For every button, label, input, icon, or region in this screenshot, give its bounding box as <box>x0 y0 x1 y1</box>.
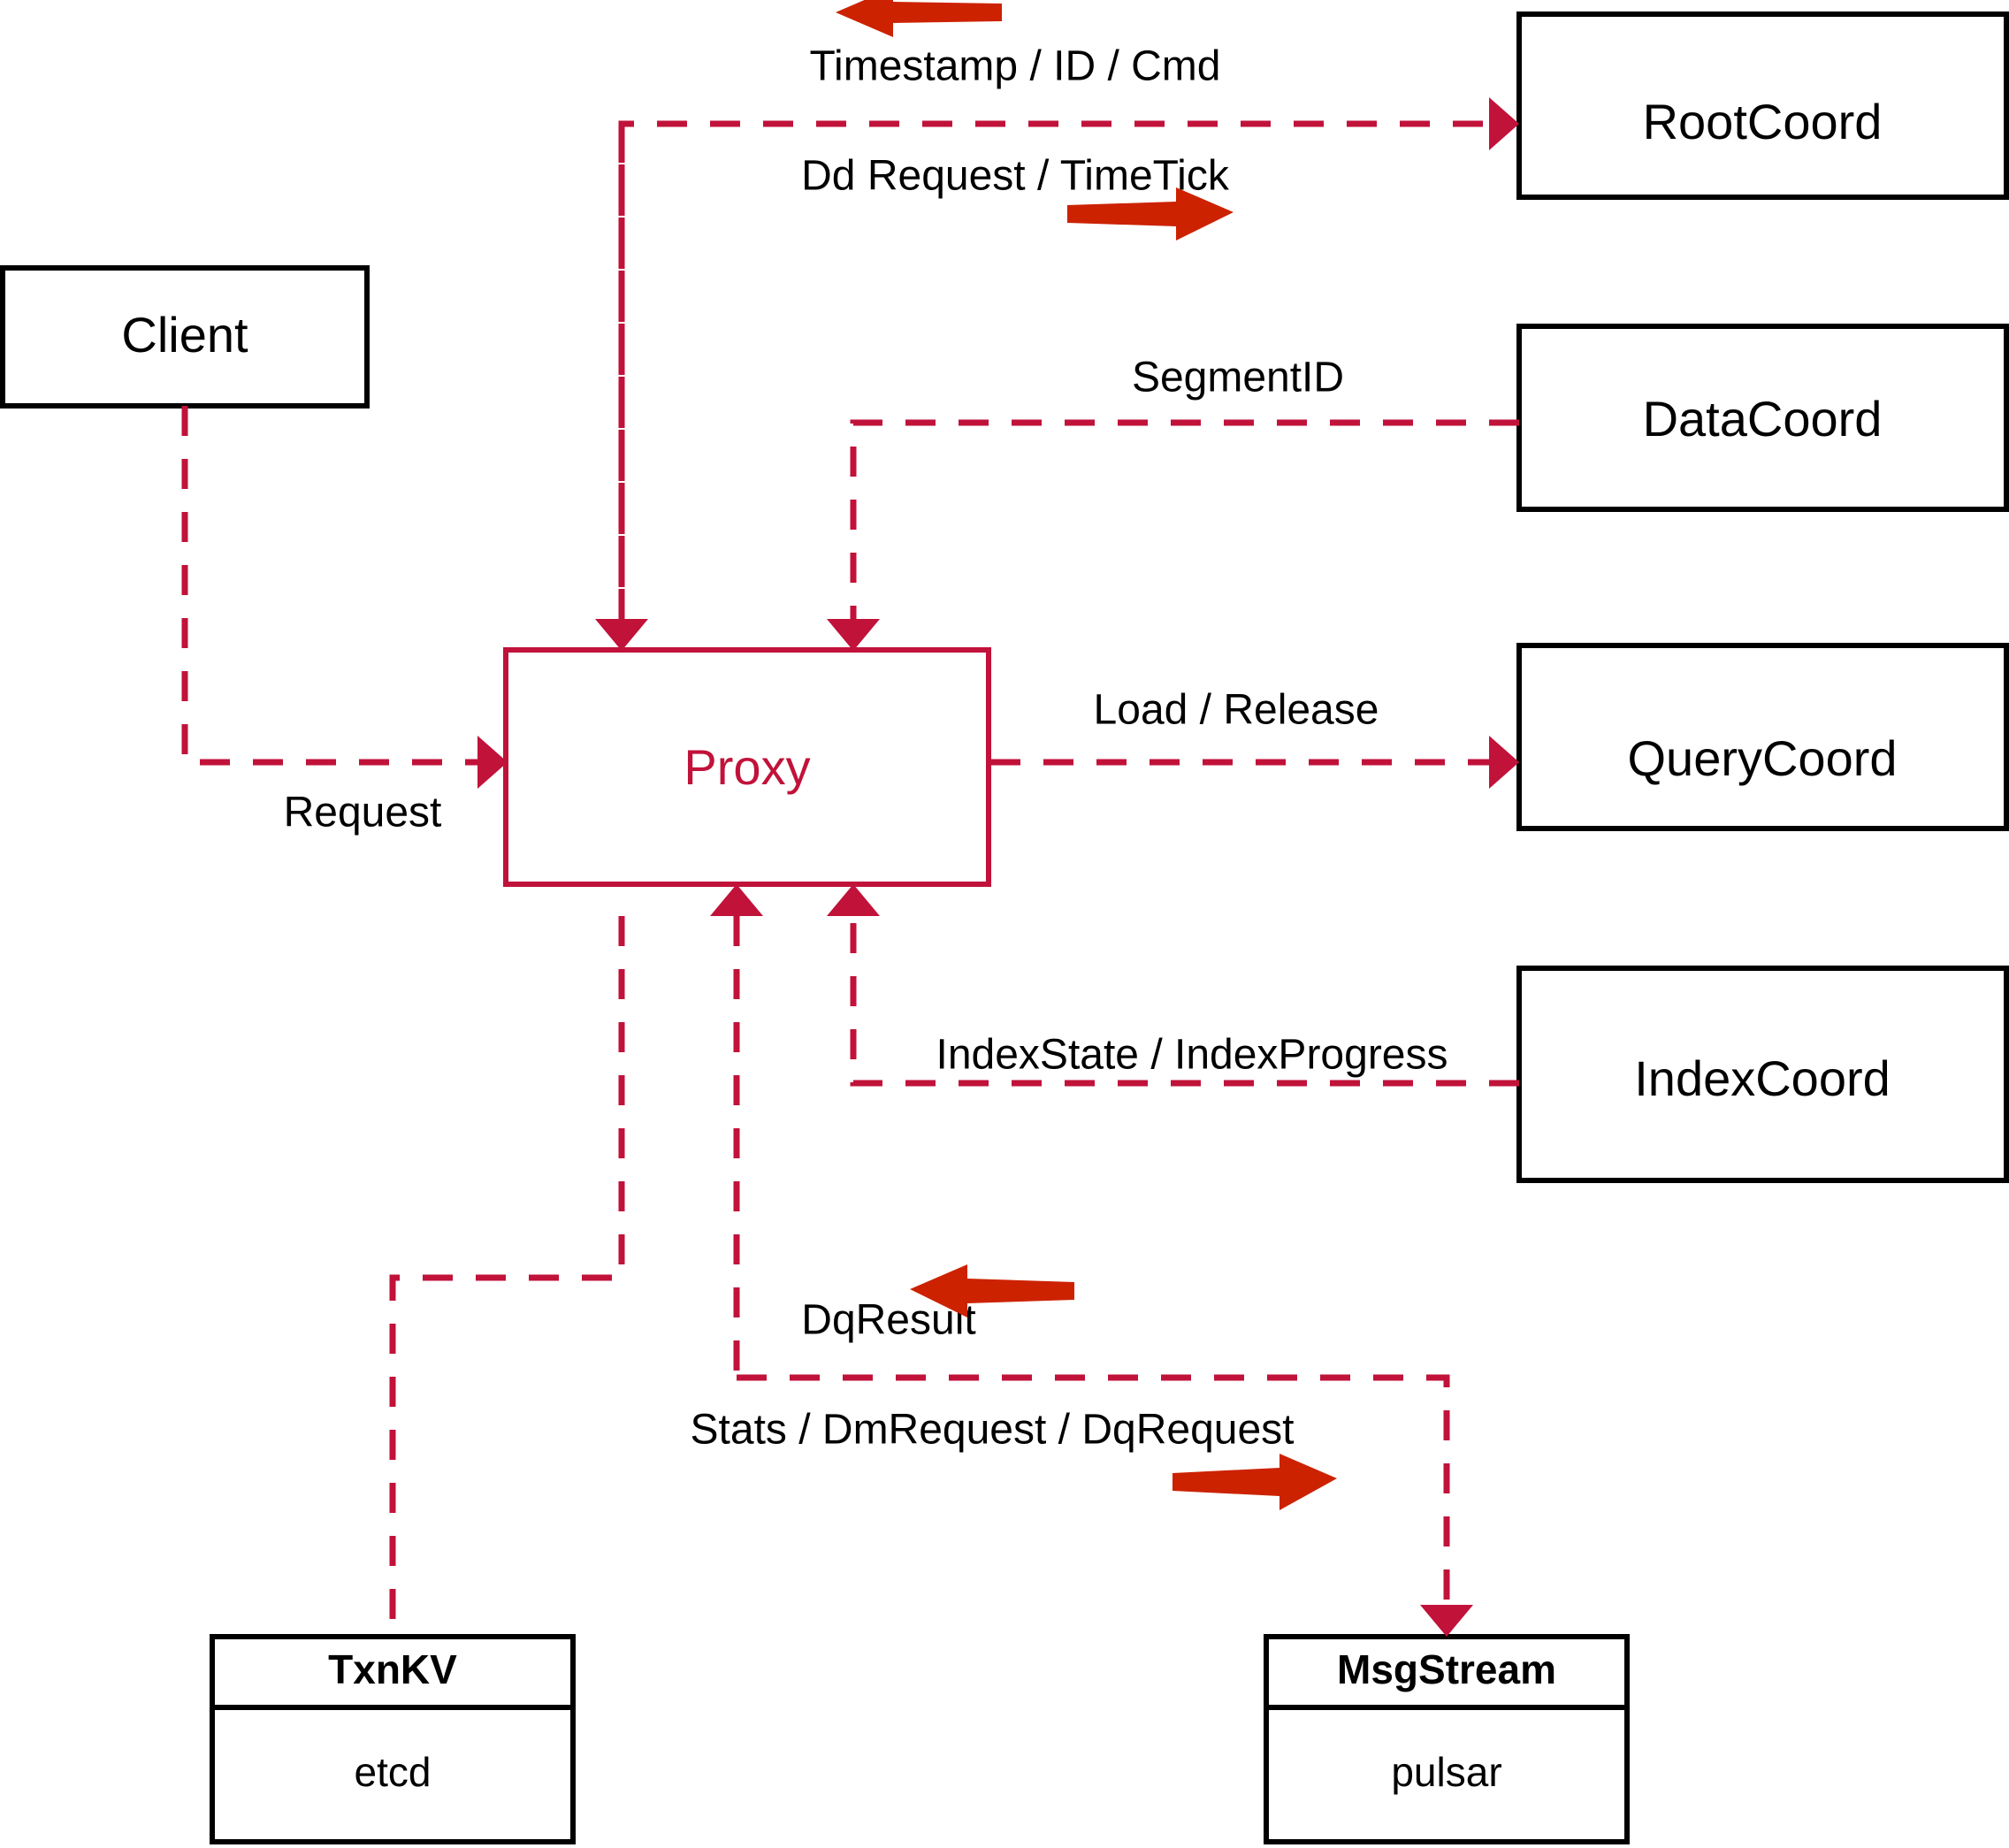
edge-proxy-querycoord-label: Load / Release <box>1094 687 1379 734</box>
node-msgstream[interactable]: MsgStream pulsar <box>1264 1634 1630 1844</box>
edge-client-proxy-arrowhead <box>477 736 508 789</box>
node-datacoord-label: DataCoord <box>1643 391 1883 447</box>
edge-proxy-txnkv <box>389 916 625 1637</box>
node-msgstream-header: MsgStream <box>1337 1646 1556 1692</box>
edge-rootcoord-proxy-label: Timestamp / ID / Cmd <box>810 43 1221 90</box>
node-rootcoord-label: RootCoord <box>1643 94 1883 149</box>
edge-proxy-rootcoord: Dd Request / TimeTick <box>618 97 1519 619</box>
node-indexcoord[interactable]: IndexCoord <box>1516 966 2009 1183</box>
edge-rootcoord-proxy: Timestamp / ID / Cmd <box>595 43 1220 651</box>
edge-msgstream-proxy: DqResult <box>710 884 976 1378</box>
edge-rootcoord-proxy-arrowhead <box>595 619 648 651</box>
edge-client-proxy: Request <box>181 406 508 836</box>
node-txnkv-header: TxnKV <box>328 1646 457 1692</box>
edge-proxy-querycoord-arrowhead <box>1489 736 1519 789</box>
edge-proxy-querycoord: Load / Release <box>990 687 1519 789</box>
timestamp-id-cmd-arrow-icon <box>836 0 1002 37</box>
node-proxy[interactable]: Proxy <box>503 647 991 887</box>
edge-indexcoord-proxy-arrowhead <box>827 884 880 916</box>
node-proxy-label: Proxy <box>684 739 810 795</box>
node-txnkv[interactable]: TxnKV etcd <box>210 1634 576 1844</box>
edge-datacoord-proxy: SegmentID <box>827 355 1519 651</box>
dqresult-arrow-icon <box>910 1264 1074 1317</box>
edge-proxy-rootcoord-label: Dd Request / TimeTick <box>801 153 1230 200</box>
edge-datacoord-proxy-arrowhead <box>827 619 880 651</box>
node-txnkv-body: etcd <box>355 1749 432 1795</box>
node-rootcoord[interactable]: RootCoord <box>1516 11 2009 200</box>
edge-datacoord-proxy-label: SegmentID <box>1132 355 1344 401</box>
edge-msgstream-proxy-arrowhead <box>710 884 763 916</box>
edge-proxy-msgstream-label: Stats / DmRequest / DqRequest <box>691 1407 1295 1454</box>
stats-dmrequest-dqrequest-arrow-icon <box>1173 1454 1337 1510</box>
edge-proxy-msgstream-arrowhead <box>1420 1605 1473 1637</box>
edge-indexcoord-proxy: IndexState / IndexProgress <box>827 884 1519 1087</box>
node-msgstream-body: pulsar <box>1391 1749 1501 1795</box>
node-client-label: Client <box>121 307 248 363</box>
node-querycoord-label: QueryCoord <box>1627 730 1897 786</box>
dd-request-timetick-arrow-icon <box>1067 187 1234 241</box>
edge-proxy-rootcoord-arrowhead <box>1489 97 1519 150</box>
node-indexcoord-label: IndexCoord <box>1634 1050 1891 1106</box>
node-client[interactable]: Client <box>0 265 370 409</box>
edge-client-proxy-label: Request <box>284 790 442 836</box>
node-datacoord[interactable]: DataCoord <box>1516 324 2009 512</box>
node-querycoord[interactable]: QueryCoord <box>1516 643 2009 831</box>
edge-proxy-msgstream: Stats / DmRequest / DqRequest <box>691 1374 1473 1637</box>
edge-indexcoord-proxy-label: IndexState / IndexProgress <box>936 1032 1448 1079</box>
